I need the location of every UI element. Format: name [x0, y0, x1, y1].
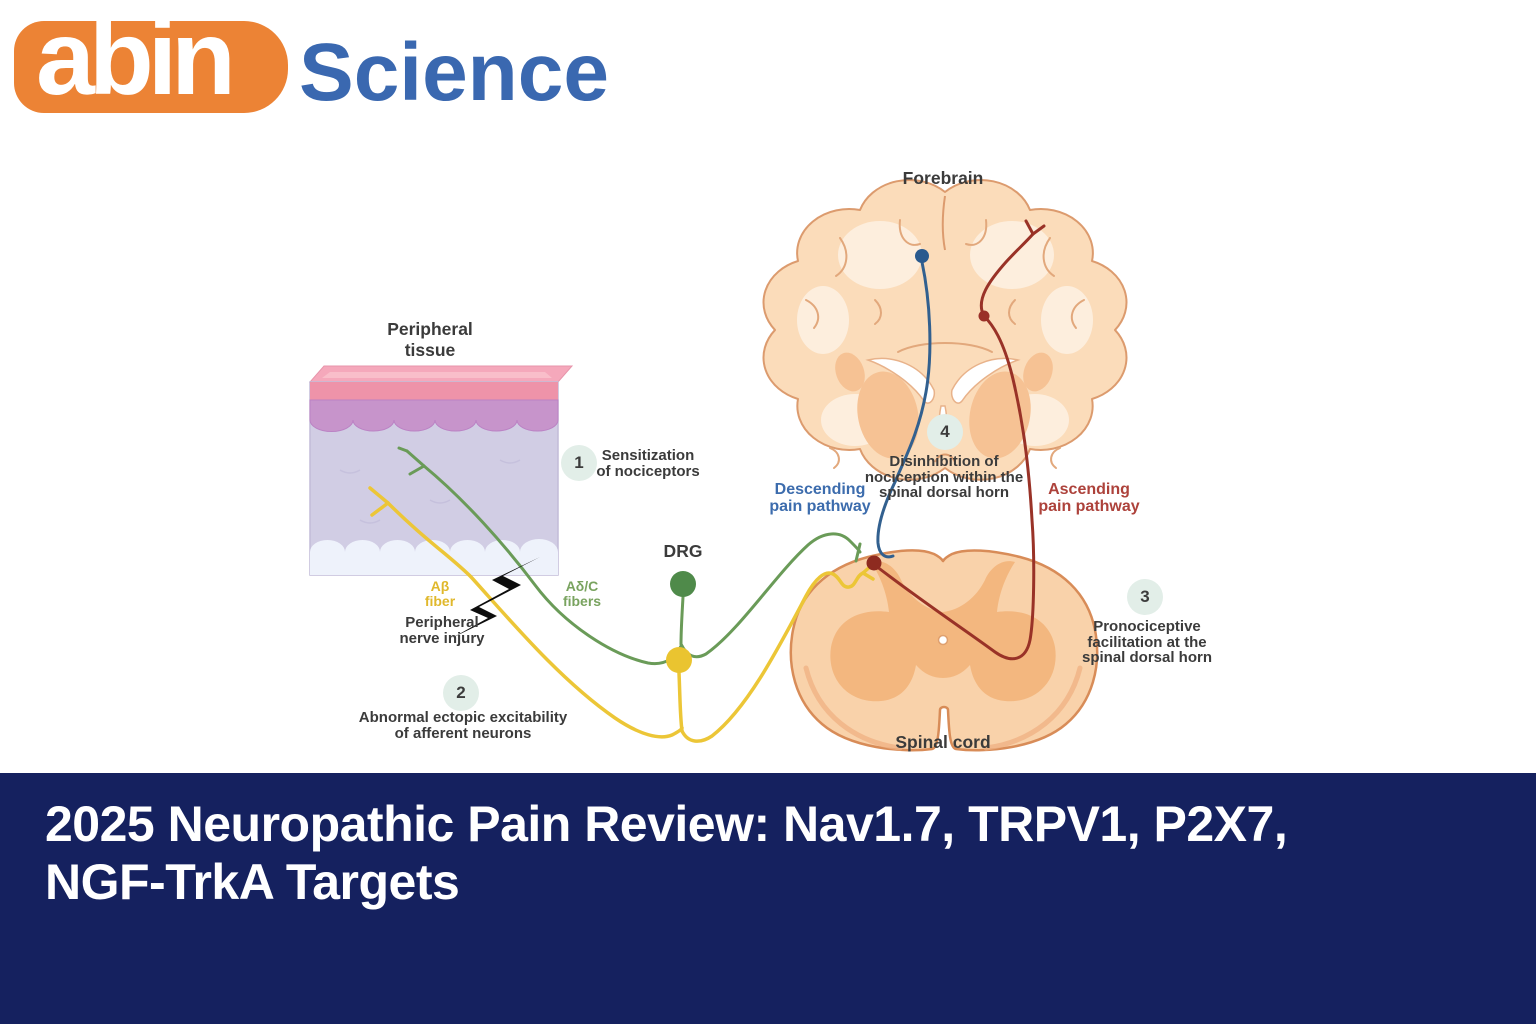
- title-banner: 2025 Neuropathic Pain Review: Nav1.7, TR…: [0, 773, 1536, 1024]
- step-1-caption: Sensitization of nociceptors: [596, 447, 700, 480]
- step-2-badge: 2: [443, 675, 479, 711]
- adc-fibers-label: Aδ/C fibers: [562, 578, 602, 609]
- lightning-bolt-icon: [452, 557, 540, 638]
- nerve-injury-label: Peripheral nerve injury: [399, 614, 485, 647]
- descending-pathway-label: Descending pain pathway: [769, 481, 871, 515]
- forebrain-label: Forebrain: [902, 168, 984, 188]
- step-3-caption: Pronociceptive facilitation at the spina…: [1081, 618, 1213, 666]
- spinal-cord-label: Spinal cord: [895, 732, 991, 752]
- ascending-origin-dot: [866, 555, 882, 571]
- ascending-pathway-label: Ascending pain pathway: [1038, 481, 1140, 515]
- banner-title-line1: 2025 Neuropathic Pain Review: Nav1.7, TR…: [45, 796, 1288, 852]
- step-1-badge: 1: [561, 445, 597, 481]
- step-2-caption: Abnormal ectopic excitability of afferen…: [358, 709, 568, 742]
- spinal-cord-illustration: [789, 549, 1099, 752]
- drg-soma-green: [670, 571, 696, 597]
- peripheral-tissue-illustration: [308, 365, 574, 576]
- forebrain-illustration: [762, 179, 1128, 481]
- ascending-pathway-line: [874, 219, 1046, 661]
- central-canal: [937, 634, 949, 646]
- adc-fiber-path: [397, 446, 862, 666]
- banner-title-line2: NGF-TrkA Targets: [45, 854, 460, 910]
- logo-science-text: Science: [299, 27, 609, 118]
- descending-pathway-line: [876, 260, 932, 559]
- ab-fiber-label: Aβ fiber: [424, 578, 456, 609]
- banner-title: 2025 Neuropathic Pain Review: Nav1.7, TR…: [45, 795, 1288, 911]
- drg-soma-yellow: [666, 647, 692, 673]
- step-3-badge: 3: [1127, 579, 1163, 615]
- logo-abin-mark: abin: [14, 0, 288, 117]
- ascending-relay-dot: [978, 310, 990, 322]
- descending-origin-dot: [915, 249, 929, 263]
- peripheral-tissue-label: Peripheral tissue: [387, 319, 473, 360]
- drg-label: DRG: [663, 541, 703, 561]
- logo: abin Science: [0, 0, 700, 150]
- ab-fiber-path: [368, 486, 875, 743]
- step-4-badge: 4: [927, 414, 963, 450]
- step-4-caption: Disinhibition of nociception within the …: [864, 453, 1024, 501]
- logo-abin-text: abin: [36, 0, 236, 117]
